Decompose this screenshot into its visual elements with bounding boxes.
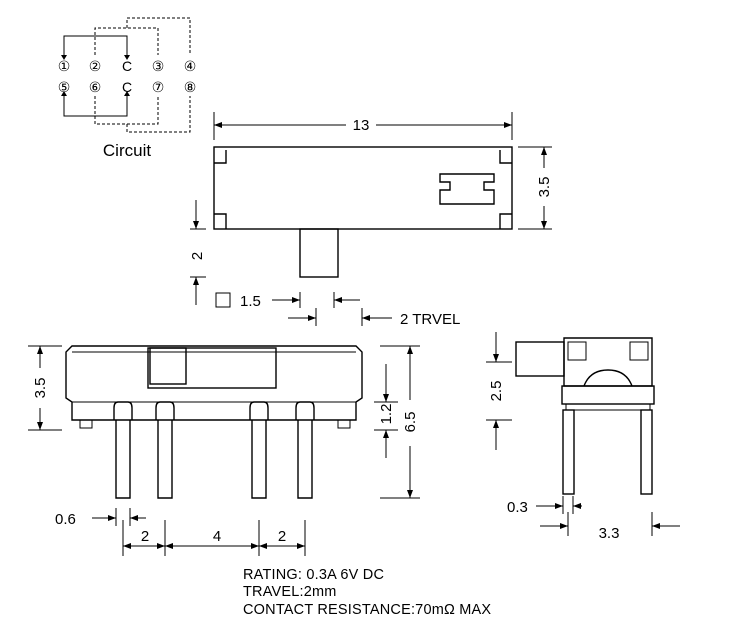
top-width-dim: 13 [353,117,370,134]
pitch-dim-right: 2 [278,528,286,545]
pitch-dim-center: 4 [213,528,221,545]
pin-label-c-top: C [122,58,132,74]
pin-label-6: ⑥ [89,79,102,95]
pin-label-4: ④ [184,58,197,74]
circuit-schematic: ① ② C ③ ④ ⑤ ⑥ C ⑦ ⑧ Circuit [58,17,197,160]
front-view: 3.5 1.2 6.5 0.6 2 4 2 [28,345,420,556]
spec-resistance: CONTACT RESISTANCE:70mΩ MAX [243,602,491,618]
total-height-dim: 6.5 [402,412,419,433]
circuit-caption: Circuit [103,141,151,160]
top-height-dim: 3.5 [536,177,553,198]
lead-dim: 1.2 [378,404,395,425]
thickness-dim: 0.3 [507,499,528,516]
pin-label-5: ⑤ [58,79,71,95]
pin-width-dim: 0.6 [55,511,76,528]
side-view: 2.5 0.3 3.3 [486,332,680,542]
actuator-dim: 2 [189,252,206,260]
spec-travel: TRAVEL:2mm [243,584,337,600]
square-dim: 1.5 [240,293,261,310]
pitch-dim-left: 2 [141,528,149,545]
side-height-dim: 2.5 [488,381,505,402]
spec-rating: RATING: 0.3A 6V DC [243,567,384,583]
front-height-dim: 3.5 [32,378,49,399]
pin-label-3: ③ [152,58,165,74]
travel-dim: 2 TRVEL [400,311,460,328]
pin-label-1: ① [58,58,71,74]
specifications: RATING: 0.3A 6V DC TRAVEL:2mm CONTACT RE… [243,567,491,618]
top-view: 13 3.5 2 1.5 2 TRVEL [189,112,553,328]
pin-label-7: ⑦ [152,79,165,95]
pin-label-8: ⑧ [184,79,197,95]
pin-label-2: ② [89,58,102,74]
pin-label-c-bottom: C [122,79,132,95]
side-width-dim: 3.3 [599,525,620,542]
